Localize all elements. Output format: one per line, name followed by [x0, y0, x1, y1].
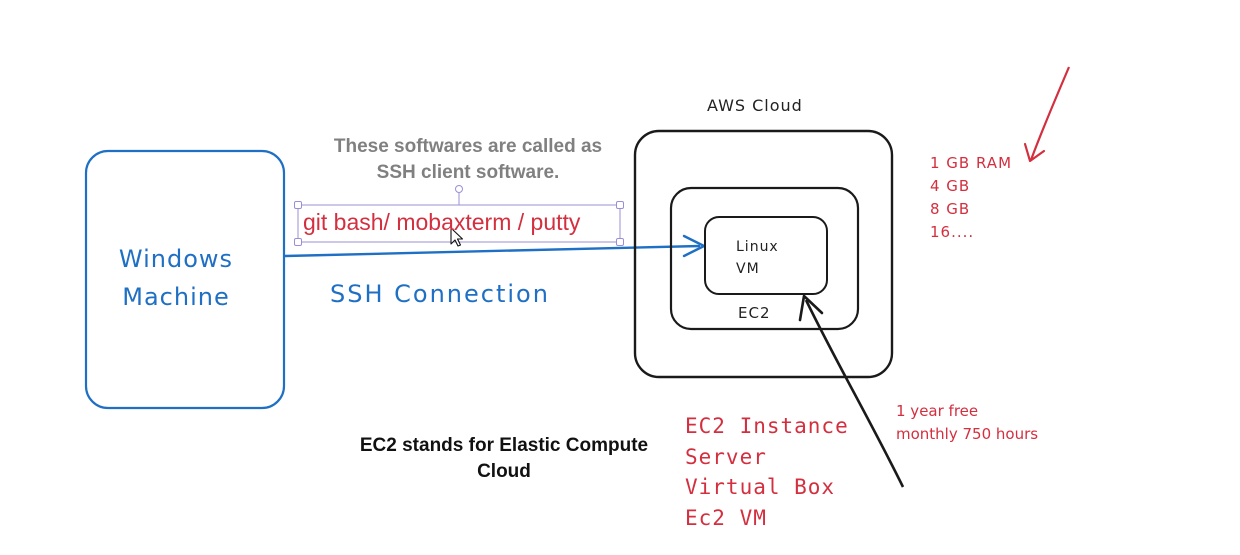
linux-vm-line2: VM — [736, 261, 760, 277]
aws-cloud-label: AWS Cloud — [707, 96, 803, 115]
selection-rotate-handle[interactable] — [455, 185, 463, 193]
ec2-definition-line2: Cloud — [477, 461, 531, 482]
windows-machine-box[interactable] — [84, 149, 286, 410]
aws-cloud-box[interactable] — [633, 129, 894, 379]
ram-option: 8 GB — [930, 200, 971, 218]
ec2-definition: EC2 stands for Elastic Compute Cloud — [339, 433, 669, 485]
selection-handle-tr[interactable] — [616, 201, 624, 209]
free-tier-line: 1 year free — [896, 402, 979, 420]
selection-handle-bl[interactable] — [294, 238, 302, 246]
ec2-box[interactable] — [669, 186, 860, 331]
ssh-clients-text[interactable]: git bash/ mobaxterm / putty — [303, 209, 581, 235]
ssh-client-note: These softwares are called as SSH client… — [303, 134, 633, 186]
ec2-alias: Server — [685, 444, 767, 469]
ssh-client-note-line2: SSH client software. — [376, 162, 560, 183]
ec2-alias: Virtual Box — [685, 475, 836, 499]
ssh-client-note-line1: These softwares are called as — [333, 136, 603, 157]
ssh-connection-arrow — [284, 244, 701, 258]
linux-vm-label: Linux VM — [736, 236, 779, 280]
free-tier-line: monthly 750 hours — [896, 425, 1039, 443]
windows-machine-line2: Machine — [122, 283, 230, 311]
ram-option: 1 GB RAM — [930, 154, 1013, 172]
windows-machine-label: Windows Machine — [76, 240, 276, 316]
ec2-label: EC2 — [738, 304, 771, 322]
ec2-alias: EC2 Instance — [685, 414, 849, 438]
ram-pointer-arrow — [1029, 66, 1071, 161]
linux-vm-box[interactable] — [704, 216, 828, 295]
ec2-definition-line1: EC2 stands for Elastic Compute — [359, 435, 649, 456]
windows-machine-line1: Windows — [118, 245, 234, 273]
ram-options-list: 1 GB RAM 4 GB 8 GB 16.... — [930, 152, 1012, 244]
linux-vm-line1: Linux — [736, 239, 779, 255]
selection-handle-tl[interactable] — [294, 201, 302, 209]
ram-option: 4 GB — [930, 177, 971, 195]
ec2-alias: Ec2 VM — [685, 505, 767, 530]
ec2-aliases-list: EC2 Instance Server Virtual Box Ec2 VM — [685, 411, 849, 533]
ssh-connection-label: SSH Connection — [330, 280, 550, 308]
ram-option: 16.... — [930, 223, 975, 241]
ram-pointer-arrow-head — [1023, 142, 1046, 163]
free-tier-note: 1 year free monthly 750 hours — [896, 400, 1038, 446]
mouse-cursor-icon — [450, 227, 464, 247]
selection-handle-br[interactable] — [616, 238, 624, 246]
ec2-pointer-arrow — [804, 299, 905, 488]
ec2-pointer-arrow-head — [798, 294, 824, 322]
